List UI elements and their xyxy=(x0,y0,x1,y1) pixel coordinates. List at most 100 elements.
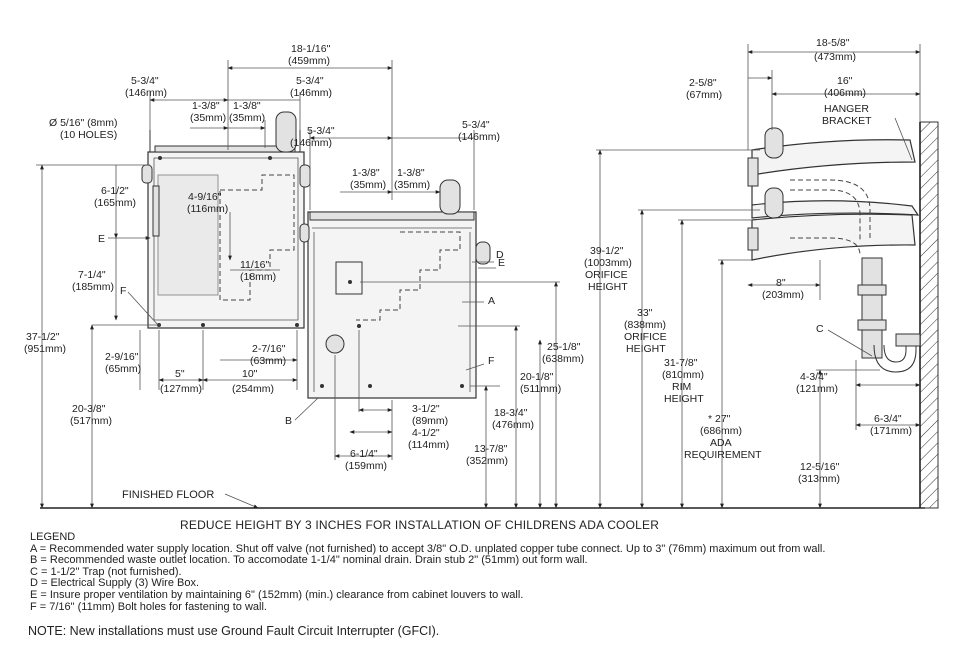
lower-unit-front-view xyxy=(299,179,491,399)
dim-18-1-16-mm: (459mm) xyxy=(288,55,330,67)
dim-31-7-8-rim: RIM xyxy=(672,381,691,393)
dim-16: 16" xyxy=(837,75,853,87)
dim-4-1-2: 4-1/2" xyxy=(412,427,440,439)
dim-hole-count: (10 HOLES) xyxy=(60,129,117,141)
dim-27-mm: (686mm) xyxy=(700,425,742,437)
dim-3-1-2: 3-1/2" xyxy=(412,403,440,415)
dim-7-1-4-mm: (185mm) xyxy=(72,281,114,293)
dim-39-1-2-mm: (1003mm) xyxy=(584,257,632,269)
bracket-label: BRACKET xyxy=(822,115,872,127)
hanger-label: HANGER xyxy=(824,103,869,115)
dim-10: 10" xyxy=(242,368,258,380)
dim-7-1-4: 7-1/4" xyxy=(78,269,106,281)
dim-8: 8" xyxy=(776,277,786,289)
dim-25-1-8: 25-1/8" xyxy=(547,341,581,353)
dim-18-3-4: 18-3/4" xyxy=(494,407,528,419)
gfci-note: NOTE: New installations must use Ground … xyxy=(28,624,440,638)
dim-5-3-4-c: 5-3/4" xyxy=(307,125,335,137)
finished-floor-label: FINISHED FLOOR xyxy=(122,489,214,501)
legend-item-d: D = Electrical Supply (3) Wire Box. xyxy=(30,577,200,590)
dim-37-1-2: 37-1/2" xyxy=(26,331,60,343)
legend: LEGEND A = Recommended water supply loca… xyxy=(30,531,825,613)
dim-5: 5" xyxy=(175,368,185,380)
callout-a: A xyxy=(488,295,495,307)
dim-18-1-16: 18-1/16" xyxy=(291,43,331,55)
dim-6-3-4-mm: (171mm) xyxy=(870,425,912,437)
dim-6-1-4-mm: (159mm) xyxy=(345,460,387,472)
callout-d: D xyxy=(496,249,504,261)
dim-20-1-8: 20-1/8" xyxy=(520,371,554,383)
dim-4-3-4-mm: (121mm) xyxy=(796,383,838,395)
dim-31-7-8-height: HEIGHT xyxy=(664,393,704,405)
dim-31-7-8-mm: (810mm) xyxy=(662,369,704,381)
callout-f-left: F xyxy=(120,285,126,297)
dim-18-5-8-mm: (473mm) xyxy=(814,51,856,63)
dim-5-3-4-a: 5-3/4" xyxy=(131,75,159,87)
dim-5-3-4-a-mm: (146mm) xyxy=(125,87,167,99)
dim-33: 33" xyxy=(637,307,653,319)
dim-1-3-8-c: 1-3/8" xyxy=(352,167,380,179)
dim-39-1-2: 39-1/2" xyxy=(590,245,624,257)
dim-4-9-16: 4-9/16" xyxy=(188,191,222,203)
dim-8-mm: (203mm) xyxy=(762,289,804,301)
dim-20-3-8: 20-3/8" xyxy=(72,403,106,415)
dim-31-7-8: 31-7/8" xyxy=(664,357,698,369)
dim-6-1-4: 6-1/4" xyxy=(350,448,378,460)
dim-27-ada: ADA xyxy=(710,437,732,449)
dim-13-7-8-mm: (352mm) xyxy=(466,455,508,467)
dimension-labels: 18-1/16" (459mm) 5-3/4" (146mm) 5-3/4" (… xyxy=(24,37,912,485)
dim-39-1-2-orifice: ORIFICE xyxy=(585,269,628,281)
dim-39-1-2-height: HEIGHT xyxy=(588,281,628,293)
dim-33-height: HEIGHT xyxy=(626,343,666,355)
dim-2-7-16-mm: (63mm) xyxy=(250,355,286,367)
dim-1-3-8-a-mm: (35mm) xyxy=(190,112,226,124)
dim-2-9-16-mm: (65mm) xyxy=(105,363,141,375)
dim-18-5-8: 18-5/8" xyxy=(816,37,850,49)
callout-e-left: E xyxy=(98,233,105,245)
dim-10-mm: (254mm) xyxy=(232,383,274,395)
dim-5-3-4-b: 5-3/4" xyxy=(296,75,324,87)
dim-20-1-8-mm: (511mm) xyxy=(520,383,561,395)
dim-5-3-4-d-mm: (146mm) xyxy=(458,131,500,143)
floor-line xyxy=(40,493,925,509)
callout-letters: E F D E A F B C xyxy=(98,233,824,427)
dimension-lines xyxy=(36,44,921,509)
side-view xyxy=(747,117,939,509)
dim-16-mm: (406mm) xyxy=(824,87,866,99)
reduce-height-note: REDUCE HEIGHT BY 3 INCHES FOR INSTALLATI… xyxy=(180,518,660,532)
callout-c: C xyxy=(816,323,824,335)
dim-25-1-8-mm: (638mm) xyxy=(542,353,584,365)
dim-2-7-16: 2-7/16" xyxy=(252,343,286,355)
dim-4-3-4: 4-3/4" xyxy=(800,371,828,383)
dim-5-3-4-c-mm: (146mm) xyxy=(290,137,332,149)
callout-b: B xyxy=(285,415,292,427)
dim-6-1-2-mm: (165mm) xyxy=(94,197,136,209)
legend-item-b: B = Recommended waste outlet location. T… xyxy=(30,554,588,567)
dim-2-5-8: 2-5/8" xyxy=(689,77,717,89)
dim-11-16-mm: (18mm) xyxy=(240,271,276,283)
dim-4-9-16-mm: (116mm) xyxy=(187,203,228,215)
dim-4-1-2-mm: (114mm) xyxy=(408,439,449,451)
dim-5-mm: (127mm) xyxy=(160,383,202,395)
dim-3-1-2-mm: (89mm) xyxy=(412,415,448,427)
dim-6-1-2: 6-1/2" xyxy=(101,185,129,197)
dim-27: * 27" xyxy=(708,413,731,425)
dim-37-1-2-mm: (951mm) xyxy=(24,343,66,355)
dim-33-mm: (838mm) xyxy=(624,319,666,331)
dim-13-7-8: 13-7/8" xyxy=(474,443,508,455)
dim-12-5-16-mm: (313mm) xyxy=(798,473,840,485)
upper-unit-front-view xyxy=(141,111,311,329)
dim-1-3-8-d-mm: (35mm) xyxy=(394,179,430,191)
dim-27-requirement: REQUIREMENT xyxy=(684,449,762,461)
dim-18-3-4-mm: (476mm) xyxy=(492,419,534,431)
callout-f-right: F xyxy=(488,355,494,367)
dim-2-9-16: 2-9/16" xyxy=(105,351,139,363)
legend-title: LEGEND xyxy=(30,531,76,543)
dim-6-3-4: 6-3/4" xyxy=(874,413,902,425)
dim-20-3-8-mm: (517mm) xyxy=(70,415,112,427)
dim-1-3-8-b: 1-3/8" xyxy=(233,100,261,112)
callout-e-right: E xyxy=(498,257,505,269)
dim-11-16: 11/16" xyxy=(240,259,269,271)
dim-1-3-8-d: 1-3/8" xyxy=(397,167,425,179)
